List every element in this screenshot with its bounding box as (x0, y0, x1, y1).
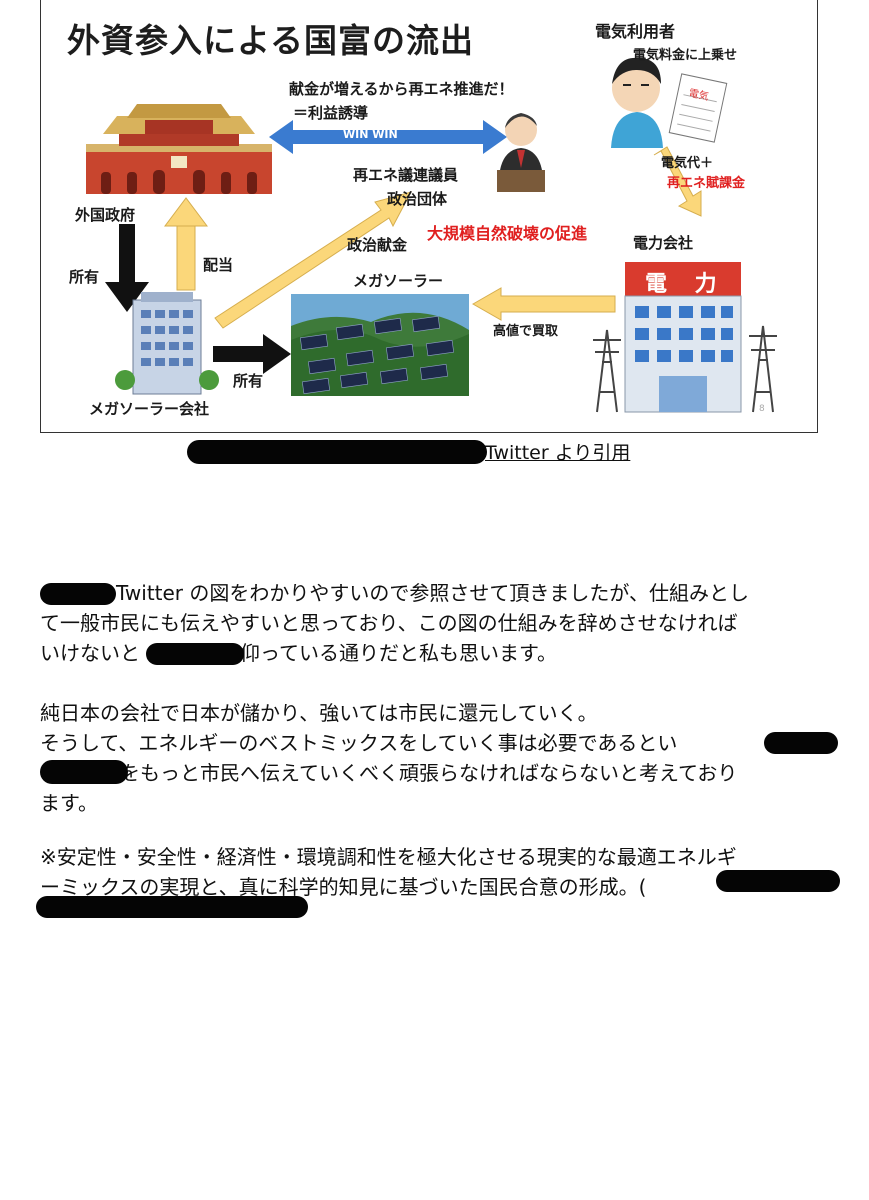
diagram-graphics (86, 57, 777, 413)
paragraph-2-line-2: そうして、エネルギーのベストミックスをしていく事は必要であるとい (40, 731, 678, 755)
ownership-arrow-down (105, 224, 149, 312)
paragraph-2: 純日本の会社で日本が儲かり、強いては市民に還元していく。 そうして、エネルギーの… (40, 698, 840, 818)
mega-solar-photo (291, 294, 469, 396)
building-sign: 電 力 (645, 272, 727, 297)
slide-number: 8 (759, 404, 765, 414)
paragraph-2-line-3: をもっと市民へ伝えていくべく頑張らなければならないと考えており (40, 761, 738, 785)
caption: Twitter より引用 (485, 442, 631, 464)
paragraph-3-line-1: ※安定性・安全性・経済性・環境調和性を極大化させる現実的な最適エネルギ (40, 845, 737, 869)
power-company-building-icon (593, 262, 777, 413)
electricity-user-icon (611, 57, 728, 148)
ownership-label-1: 所有 (69, 268, 100, 286)
ownership-arrow-right (213, 334, 291, 374)
power-company-label: 電力会社 (633, 234, 694, 252)
redaction-4 (40, 760, 128, 784)
renewable-levy-label: 再エネ賦課金 (667, 176, 746, 191)
redaction-5 (716, 870, 840, 892)
foreign-government-label: 外国政府 (75, 206, 136, 224)
surcharge-note: 電気料金に上乗せ (633, 48, 738, 63)
purchase-arrow-left (471, 287, 616, 321)
donation-claim: 献金が増えるから再エネ推進だ！ (289, 80, 514, 98)
paragraph-1-line-2: て一般市民にも伝えやすいと思っており、この図の仕組みを辞めさせなければ (40, 611, 738, 635)
mega-solar-label: メガソーラー (353, 272, 444, 290)
ownership-label-2: 所有 (233, 372, 264, 390)
profit-inducement: ＝利益誘導 (293, 104, 369, 122)
mega-solar-company-label: メガソーラー会社 (89, 400, 210, 418)
power-fee-label: 電気代＋ (661, 156, 714, 171)
nature-destruction-label: 大規模自然破壊の促進 (427, 224, 588, 243)
caption-redaction (187, 440, 487, 464)
redaction-6 (36, 896, 308, 918)
paragraph-3: ※安定性・安全性・経済性・環境調和性を極大化させる現実的な最適エネルギ ーミック… (40, 842, 840, 902)
win-win-label: WIN WIN (343, 128, 398, 141)
political-group-label: 政治団体 (387, 190, 448, 208)
high-price-purchase-label: 高値で買取 (493, 324, 559, 339)
paragraph-2-line-4: ます。 (40, 791, 98, 815)
politician-icon (497, 113, 545, 192)
dividend-label: 配当 (203, 256, 234, 274)
paragraph-1-line-3: いけないと も仰っている通りだと私も思います。 (40, 641, 557, 665)
slide-title: 外資参入による国富の流出 (67, 21, 475, 60)
diagram-slide: 外資参入による国富の流出 電気利用者 電気料金に上乗せ 電気 献金が増えるから再… (40, 0, 818, 433)
paragraph-3-line-2: ーミックスの実現と、真に科学的知見に基づいた国民合意の形成。( (40, 875, 647, 899)
redaction-1 (40, 583, 116, 605)
electricity-user-label: 電気利用者 (595, 22, 676, 41)
redaction-2 (146, 643, 244, 665)
legislator-label: 再エネ議連議員 (353, 166, 459, 184)
paragraph-1: Twitter の図をわかりやすいので参照させて頂きましたが、仕組みとし て一般… (40, 578, 840, 668)
user-to-power-arrow (653, 146, 702, 217)
mega-solar-company-building-icon (115, 292, 219, 395)
political-donation-arrow (214, 191, 412, 329)
win-win-double-arrow (269, 120, 507, 154)
dividend-arrow-up (164, 197, 208, 291)
political-donation-label: 政治献金 (347, 236, 408, 254)
redaction-3 (764, 732, 838, 754)
paragraph-2-line-1: 純日本の会社で日本が儲かり、強いては市民に還元していく。 (40, 701, 598, 725)
foreign-government-building-icon (86, 104, 272, 194)
paragraph-1-line-1: Twitter の図をわかりやすいので参照させて頂きましたが、仕組みとし (116, 581, 749, 605)
